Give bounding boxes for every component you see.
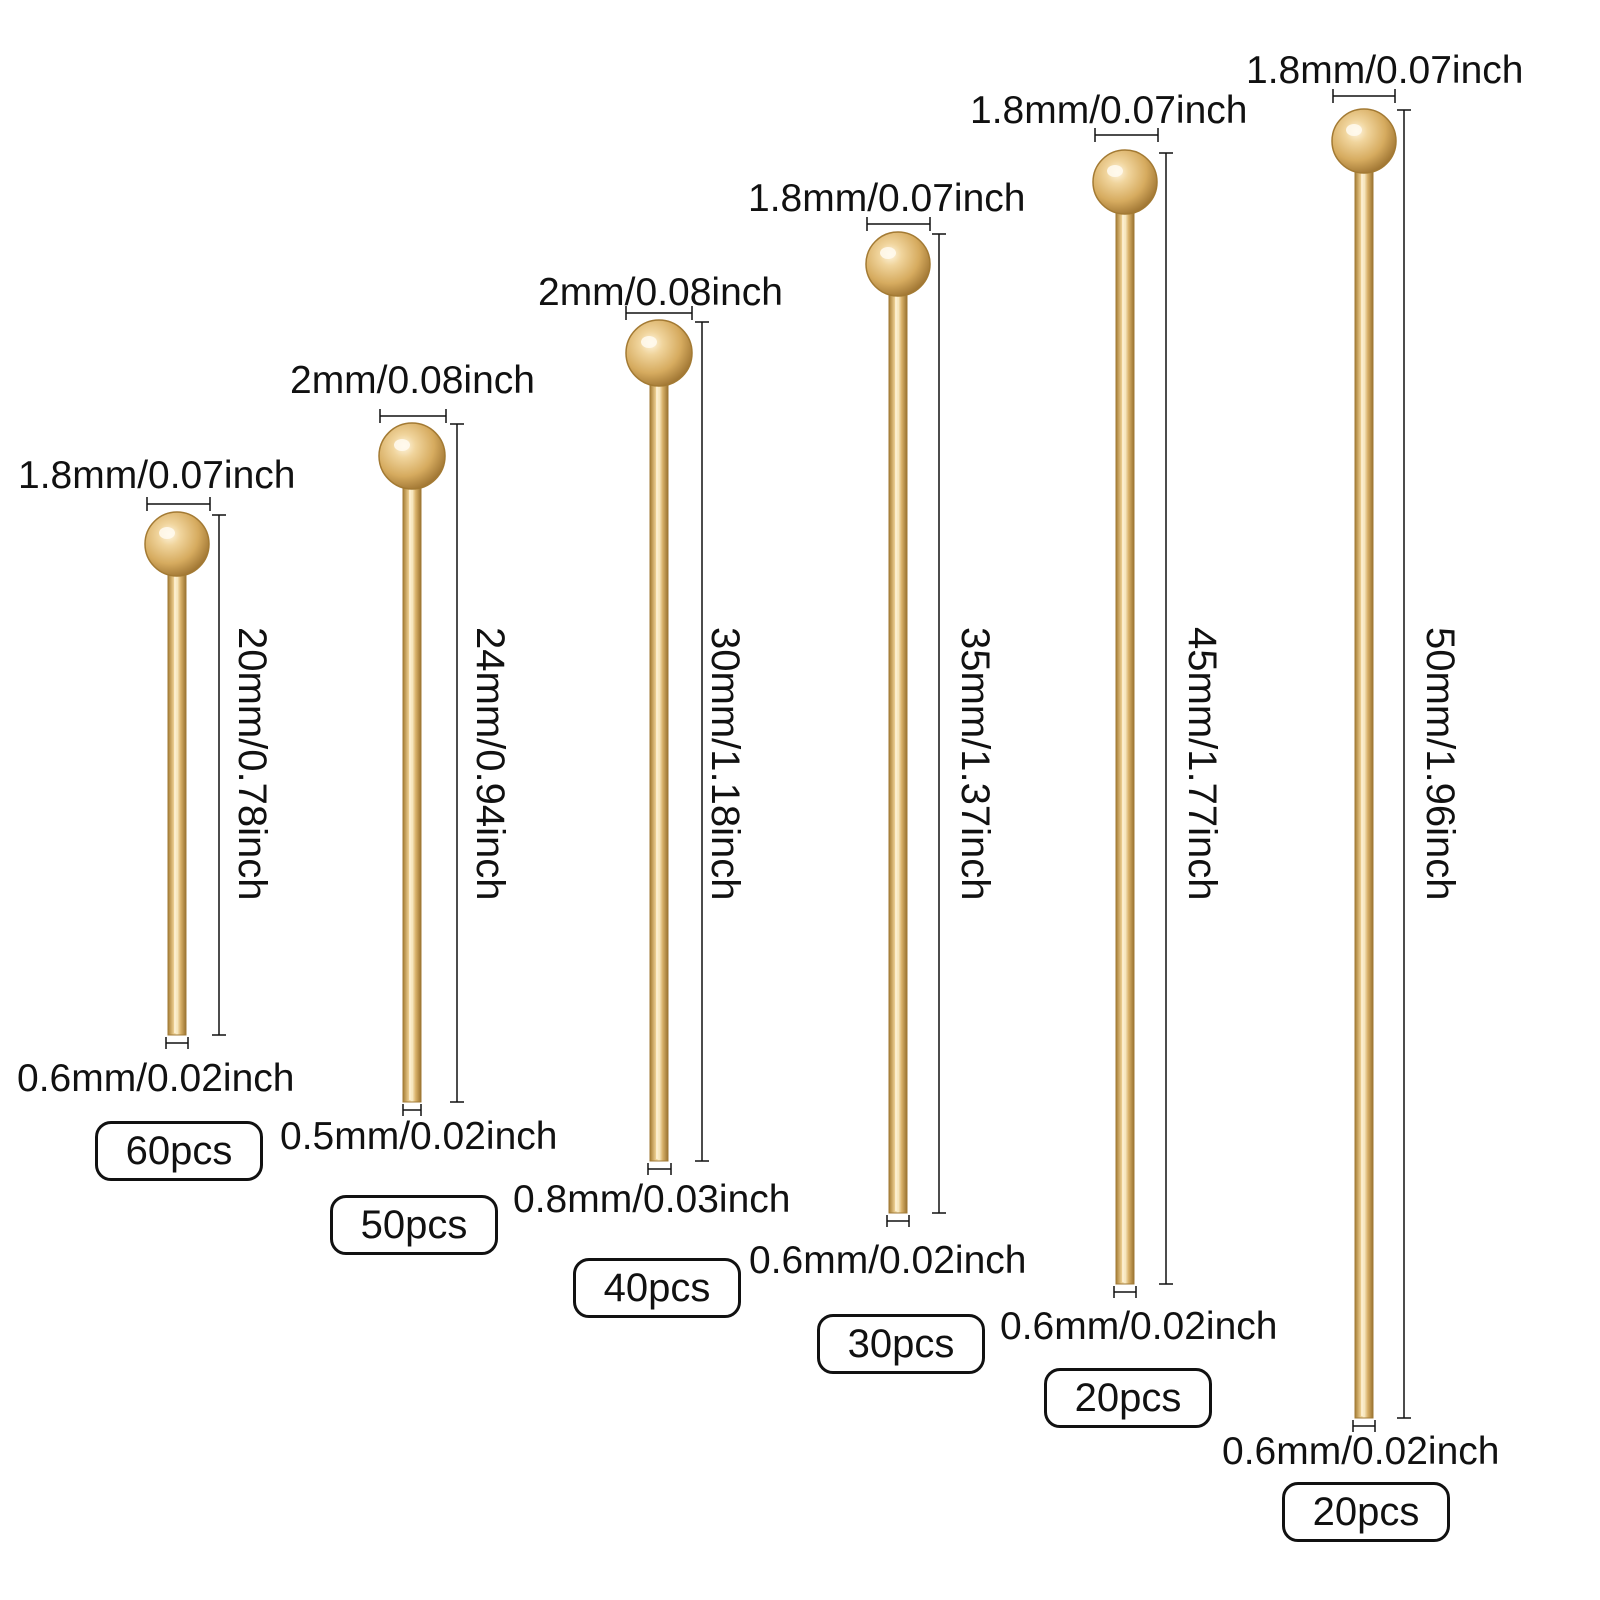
pin-2-ball-head <box>378 422 446 490</box>
pin-4-head-diameter-label: 1.8mm/0.07inch <box>748 177 1026 220</box>
pin-4-quantity-badge: 30pcs <box>817 1314 985 1374</box>
pin-1-ball-head <box>144 511 210 577</box>
pin-1-head-diameter-label: 1.8mm/0.07inch <box>18 454 296 497</box>
pin-6-quantity-badge: 20pcs <box>1282 1482 1450 1542</box>
pin-1-wire-diameter-label: 0.6mm/0.02inch <box>17 1057 295 1100</box>
pin-4-ball-shine <box>880 247 896 259</box>
pin-5 <box>1092 128 1173 1298</box>
pin-3-quantity-badge: 40pcs <box>573 1258 741 1318</box>
pin-4-ball-head <box>865 231 931 297</box>
pin-5-length-label: 45mm/1.77inch <box>1180 627 1224 901</box>
pin-1 <box>144 497 226 1049</box>
pin-3-ball-head <box>625 319 693 387</box>
pin-6-wire-diameter-label: 0.6mm/0.02inch <box>1222 1430 1500 1473</box>
pin-3-ball-shine <box>641 336 657 348</box>
pin-2-wire <box>402 455 422 1103</box>
pin-4 <box>865 217 946 1227</box>
pin-1-length-label: 20mm/0.78inch <box>230 627 274 901</box>
pin-1-ball-shine <box>159 527 175 539</box>
pin-2-head-diameter-label: 2mm/0.08inch <box>290 359 535 402</box>
pin-5-wire <box>1115 181 1135 1285</box>
pin-6-length-label: 50mm/1.96inch <box>1418 627 1462 901</box>
pin-6-ball-head <box>1331 108 1397 174</box>
pin-6 <box>1331 89 1411 1432</box>
pin-4-wire <box>888 263 908 1214</box>
pin-4-length-label: 35mm/1.37inch <box>953 627 997 901</box>
pin-3-wire-diameter-label: 0.8mm/0.03inch <box>513 1178 791 1221</box>
pin-2-ball-shine <box>394 439 410 451</box>
pin-6-head-diameter-label: 1.8mm/0.07inch <box>1246 49 1524 92</box>
pin-3 <box>625 306 709 1175</box>
pin-6-wire <box>1354 140 1374 1419</box>
pin-5-wire-diameter-label: 0.6mm/0.02inch <box>1000 1305 1278 1348</box>
pin-2 <box>378 409 464 1116</box>
pin-2-quantity-badge: 50pcs <box>330 1195 498 1255</box>
pin-5-ball-shine <box>1107 165 1123 177</box>
pin-3-head-diameter-label: 2mm/0.08inch <box>538 271 783 314</box>
pin-4-wire-diameter-label: 0.6mm/0.02inch <box>749 1239 1027 1282</box>
pin-5-head-diameter-label: 1.8mm/0.07inch <box>970 89 1248 132</box>
pin-3-wire <box>649 352 669 1162</box>
pin-1-wire <box>167 543 187 1036</box>
pin-2-wire-diameter-label: 0.5mm/0.02inch <box>280 1115 558 1158</box>
pin-3-length-label: 30mm/1.18inch <box>703 627 747 901</box>
pin-5-quantity-badge: 20pcs <box>1044 1368 1212 1428</box>
pin-5-ball-head <box>1092 149 1158 215</box>
pin-6-ball-shine <box>1346 124 1362 136</box>
pin-2-length-label: 24mm/0.94inch <box>468 627 512 901</box>
pin-1-quantity-badge: 60pcs <box>95 1121 263 1181</box>
